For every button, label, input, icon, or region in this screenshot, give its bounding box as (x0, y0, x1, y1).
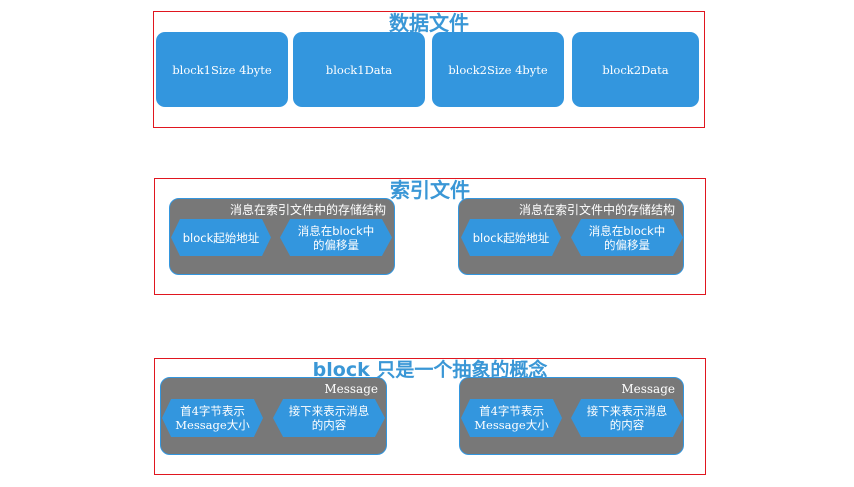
message-label: Message (621, 382, 675, 396)
block-start-address-node: block起始地址 (461, 219, 561, 256)
block-start-address-node: block起始地址 (171, 219, 271, 256)
message-group-2: Message 首4字节表示 Message大小 接下来表示消息 的内容 (459, 377, 684, 455)
index-structure-label: 消息在索引文件中的存储结构 (229, 203, 386, 217)
index-structure-group-1: 消息在索引文件中的存储结构 block起始地址 消息在block中 的偏移量 (169, 198, 395, 275)
message-size-node: 首4字节表示 Message大小 (162, 399, 263, 437)
block1-size-block: block1Size 4byte (156, 32, 288, 107)
message-content-node: 接下来表示消息 的内容 (273, 399, 385, 437)
block2-size-block: block2Size 4byte (432, 32, 564, 107)
block-concept-title: block 只是一个抽象的概念 (312, 359, 548, 381)
index-structure-group-2: 消息在索引文件中的存储结构 block起始地址 消息在block中 的偏移量 (458, 198, 684, 275)
block-concept-frame: block 只是一个抽象的概念 Message 首4字节表示 Message大小… (154, 358, 706, 475)
message-group-1: Message 首4字节表示 Message大小 接下来表示消息 的内容 (160, 377, 387, 455)
message-label: Message (324, 382, 378, 396)
index-file-title: 索引文件 (390, 178, 470, 202)
message-size-node: 首4字节表示 Message大小 (461, 399, 562, 437)
block2-data-block: block2Data (572, 32, 699, 107)
message-offset-node: 消息在block中 的偏移量 (280, 219, 392, 256)
index-file-frame: 索引文件 消息在索引文件中的存储结构 block起始地址 消息在block中 的… (154, 178, 706, 295)
message-content-node: 接下来表示消息 的内容 (571, 399, 683, 437)
data-file-frame: 数据文件 block1Size 4byte block1Data block2S… (153, 11, 705, 128)
index-structure-label: 消息在索引文件中的存储结构 (518, 203, 675, 217)
block1-data-block: block1Data (293, 32, 425, 107)
data-file-title: 数据文件 (389, 11, 469, 35)
message-offset-node: 消息在block中 的偏移量 (571, 219, 683, 256)
